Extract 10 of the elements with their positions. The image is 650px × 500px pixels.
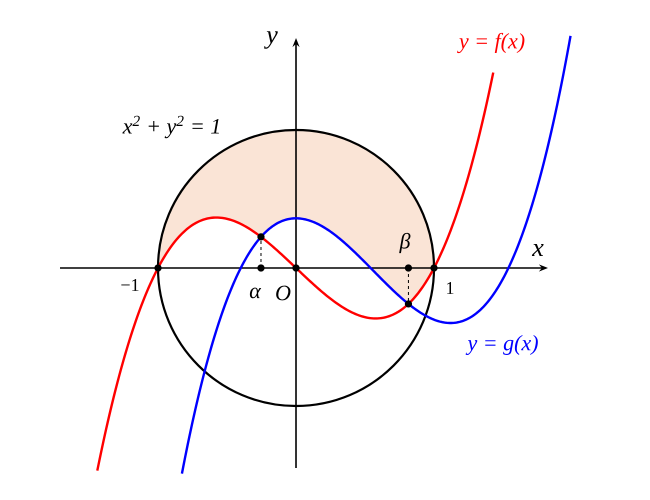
axis-label: x: [532, 244, 544, 256]
curve-label: y = f(x): [457, 32, 524, 54]
point-label: α: [250, 288, 262, 298]
axis-label: y: [264, 31, 278, 49]
curve-label: y = g(x): [466, 335, 538, 355]
point-label: O: [276, 286, 290, 300]
point-label: β: [399, 232, 410, 254]
equation-label: x$^{2}$ + y$^{2}$ = 1: [122, 116, 219, 138]
tick-label: 1: [447, 282, 454, 294]
tick-label: −1: [121, 279, 138, 291]
